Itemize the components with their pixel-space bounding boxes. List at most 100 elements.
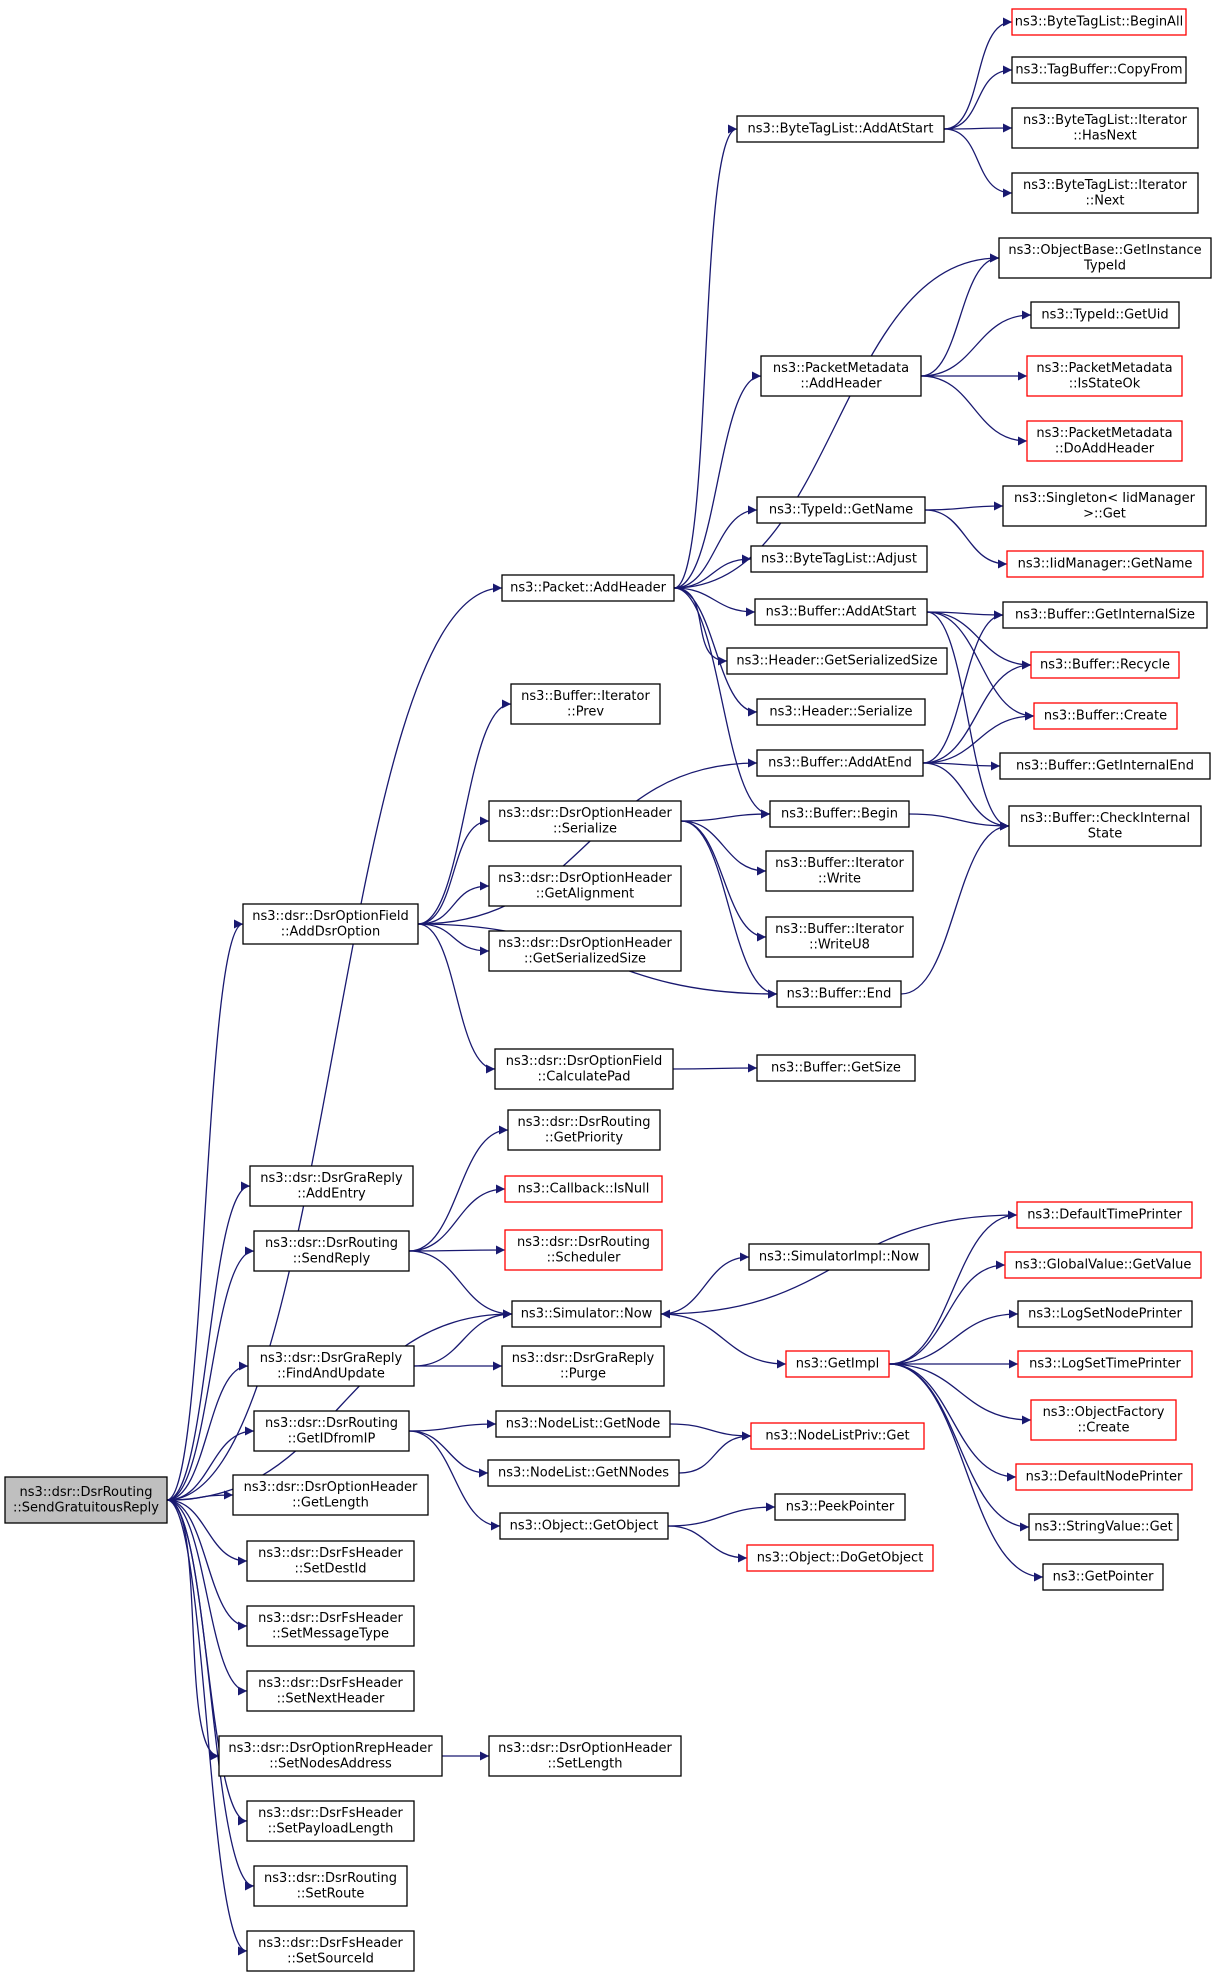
node-type-id-get-name[interactable]: ns3::TypeId::GetName: [756, 496, 926, 524]
node-set-next-header[interactable]: ns3::dsr::DsrFsHeader::SetNextHeader: [246, 1670, 415, 1712]
node-box: [1030, 301, 1180, 329]
edge-root-to-sim-now: [166, 1309, 513, 1501]
node-label: ns3::Buffer::Begin: [781, 807, 898, 822]
node-label: ns3::TypeId::GetName: [769, 503, 913, 518]
node-label: ::SetNodesAddress: [269, 1756, 392, 1771]
node-buf-get-internal-end[interactable]: ns3::Buffer::GetInternalEnd: [999, 752, 1211, 780]
node-opt-hdr-get-serialized-size[interactable]: ns3::dsr::DsrOptionHeader::GetSerialized…: [488, 930, 682, 972]
node-gra-purge[interactable]: ns3::dsr::DsrGraReply::Purge: [501, 1345, 665, 1387]
edge-calculate-pad-to-buf-get-size: [672, 1063, 758, 1073]
node-set-dest-id[interactable]: ns3::dsr::DsrFsHeader::SetDestId: [246, 1540, 415, 1582]
node-label: ns3::Buffer::Iterator: [521, 689, 650, 704]
node-box: [488, 1735, 682, 1777]
node-opt-hdr-get-length[interactable]: ns3::dsr::DsrOptionHeader::GetLength: [232, 1474, 429, 1516]
node-get-pointer[interactable]: ns3::GetPointer: [1042, 1563, 1164, 1591]
node-add-header[interactable]: ns3::Packet::AddHeader: [501, 574, 675, 602]
node-sim-now[interactable]: ns3::Simulator::Now: [511, 1300, 662, 1328]
node-label: ns3::dsr::DsrOptionHeader: [498, 936, 672, 951]
node-label: ns3::LogSetTimePrinter: [1029, 1357, 1181, 1372]
node-gra-add-entry[interactable]: ns3::dsr::DsrGraReply::AddEntry: [249, 1165, 414, 1207]
node-tag-copy-from[interactable]: ns3::TagBuffer::CopyFrom: [1011, 56, 1187, 84]
edge-get-idfrom-ip-to-node-list-get-nnodes: [408, 1430, 489, 1478]
node-buf-iter-prev[interactable]: ns3::Buffer::Iterator::Prev: [510, 683, 661, 725]
node-btlbegin-all[interactable]: ns3::ByteTagList::BeginAll: [1011, 8, 1187, 36]
node-get-priority[interactable]: ns3::dsr::DsrRouting::GetPriority: [507, 1109, 661, 1151]
node-buf-create[interactable]: ns3::Buffer::Create: [1033, 702, 1178, 730]
node-buf-end[interactable]: ns3::Buffer::End: [776, 980, 902, 1008]
node-box: [246, 1930, 415, 1972]
node-label: ns3::Buffer::AddAtStart: [766, 605, 917, 620]
node-global-value-get-value[interactable]: ns3::GlobalValue::GetValue: [1004, 1251, 1202, 1279]
node-buf-add-at-start[interactable]: ns3::Buffer::AddAtStart: [754, 598, 928, 626]
node-singleton-get[interactable]: ns3::Singleton< IidManager>::Get: [1002, 485, 1207, 527]
node-set-source-id[interactable]: ns3::dsr::DsrFsHeader::SetSourceId: [246, 1930, 415, 1972]
node-default-node-printer[interactable]: ns3::DefaultNodePrinter: [1015, 1463, 1193, 1491]
node-peek-pointer[interactable]: ns3::PeekPointer: [774, 1493, 906, 1521]
node-scheduler[interactable]: ns3::dsr::DsrRouting::Scheduler: [504, 1229, 663, 1271]
node-label: ns3::dsr::DsrRouting: [20, 1485, 153, 1500]
node-label: ns3::SimulatorImpl::Now: [759, 1250, 920, 1265]
node-buf-get-internal-size[interactable]: ns3::Buffer::GetInternalSize: [1002, 601, 1208, 629]
node-buf-get-size[interactable]: ns3::Buffer::GetSize: [756, 1054, 916, 1082]
node-node-list-priv-get[interactable]: ns3::NodeListPriv::Get: [750, 1422, 925, 1450]
node-hdr-get-serialized-size[interactable]: ns3::Header::GetSerializedSize: [726, 647, 948, 675]
edge-sim-now-to-get-impl: [660, 1313, 787, 1369]
node-opt-hdr-get-alignment[interactable]: ns3::dsr::DsrOptionHeader::GetAlignment: [488, 865, 682, 907]
node-pmis-state-ok[interactable]: ns3::PacketMetadata::IsStateOk: [1026, 355, 1183, 397]
node-log-set-node-printer[interactable]: ns3::LogSetNodePrinter: [1017, 1300, 1193, 1328]
node-btladjust[interactable]: ns3::ByteTagList::Adjust: [750, 545, 928, 573]
node-box: [1004, 1251, 1202, 1279]
node-label: ns3::Buffer::Recycle: [1040, 658, 1170, 673]
edge-root-to-add-header: [166, 583, 503, 1501]
node-string-value-get[interactable]: ns3::StringValue::Get: [1028, 1513, 1179, 1541]
node-root[interactable]: ns3::dsr::DsrRouting::SendGratuitousRepl…: [4, 1476, 168, 1524]
node-label: ns3::dsr::DsrOptionHeader: [498, 871, 672, 886]
node-hdr-serialize[interactable]: ns3::Header::Serialize: [756, 698, 926, 726]
node-calculate-pad[interactable]: ns3::dsr::DsrOptionField::CalculatePad: [494, 1048, 674, 1090]
node-pmdo-add-header[interactable]: ns3::PacketMetadata::DoAddHeader: [1026, 420, 1183, 462]
node-get-idfrom-ip[interactable]: ns3::dsr::DsrRouting::GetIDfromIP: [253, 1410, 410, 1452]
node-obj-factory-create[interactable]: ns3::ObjectFactory::Create: [1030, 1399, 1177, 1441]
node-default-time-printer[interactable]: ns3::DefaultTimePrinter: [1016, 1201, 1193, 1229]
node-node-list-get-node[interactable]: ns3::NodeList::GetNode: [495, 1410, 671, 1438]
edge-add-dsr-option-to-opt-hdr-get-alignment: [417, 881, 490, 925]
edge-root-to-add-dsr-option: [166, 919, 244, 1501]
node-set-payload-length[interactable]: ns3::dsr::DsrFsHeader::SetPayloadLength: [246, 1800, 415, 1842]
node-buf-add-at-end[interactable]: ns3::Buffer::AddAtEnd: [756, 749, 924, 777]
node-btliter-has-next[interactable]: ns3::ByteTagList::Iterator::HasNext: [1011, 107, 1199, 149]
node-iid-get-name[interactable]: ns3::IidManager::GetName: [1006, 550, 1204, 578]
node-send-reply[interactable]: ns3::dsr::DsrRouting::SendReply: [253, 1230, 410, 1272]
node-btladd-at-start[interactable]: ns3::ByteTagList::AddAtStart: [736, 115, 945, 143]
edge-type-id-get-name-to-iid-get-name: [924, 509, 1008, 569]
node-btliter-next[interactable]: ns3::ByteTagList::Iterator::Next: [1011, 172, 1199, 214]
node-sim-impl-now[interactable]: ns3::SimulatorImpl::Now: [748, 1243, 930, 1271]
node-node-list-get-nnodes[interactable]: ns3::NodeList::GetNNodes: [487, 1459, 680, 1487]
node-buf-iter-write-u8[interactable]: ns3::Buffer::Iterator::WriteU8: [765, 916, 914, 958]
node-find-and-update[interactable]: ns3::dsr::DsrGraReply::FindAndUpdate: [247, 1345, 415, 1387]
node-type-id-get-uid[interactable]: ns3::TypeId::GetUid: [1030, 301, 1180, 329]
node-log-set-time-printer[interactable]: ns3::LogSetTimePrinter: [1017, 1350, 1193, 1378]
node-callback-is-null[interactable]: ns3::Callback::IsNull: [504, 1175, 663, 1203]
node-add-dsr-option[interactable]: ns3::dsr::DsrOptionField::AddDsrOption: [242, 903, 419, 945]
node-label: ::SetMessageType: [272, 1626, 389, 1641]
node-obj-get-object[interactable]: ns3::Object::GetObject: [499, 1512, 669, 1540]
edge-node-list-get-nnodes-to-node-list-priv-get: [678, 1431, 752, 1474]
node-buf-iter-write[interactable]: ns3::Buffer::Iterator::Write: [765, 850, 914, 892]
node-opt-hdr-set-length[interactable]: ns3::dsr::DsrOptionHeader::SetLength: [488, 1735, 682, 1777]
node-label: ns3::dsr::DsrGraReply: [260, 1351, 403, 1366]
node-opt-hdr-serialize[interactable]: ns3::dsr::DsrOptionHeader::Serialize: [488, 800, 682, 842]
node-get-impl[interactable]: ns3::GetImpl: [785, 1350, 890, 1378]
node-pmadd-header[interactable]: ns3::PacketMetadata::AddHeader: [760, 355, 922, 397]
node-buf-begin[interactable]: ns3::Buffer::Begin: [769, 800, 910, 828]
node-set-message-type[interactable]: ns3::dsr::DsrFsHeader::SetMessageType: [246, 1605, 415, 1647]
node-buf-recycle[interactable]: ns3::Buffer::Recycle: [1030, 651, 1180, 679]
node-label: ::HasNext: [1073, 128, 1137, 143]
edge-buf-add-at-end-to-buf-check-internal-state: [922, 762, 1010, 831]
node-label: ::DoAddHeader: [1055, 441, 1155, 456]
node-set-nodes-address[interactable]: ns3::dsr::DsrOptionRrepHeader::SetNodesA…: [218, 1735, 443, 1777]
node-obj-do-get-object[interactable]: ns3::Object::DoGetObject: [746, 1544, 934, 1572]
node-set-route[interactable]: ns3::dsr::DsrRouting::SetRoute: [253, 1865, 408, 1907]
edge-btladd-at-start-to-btliter-next: [943, 128, 1013, 198]
